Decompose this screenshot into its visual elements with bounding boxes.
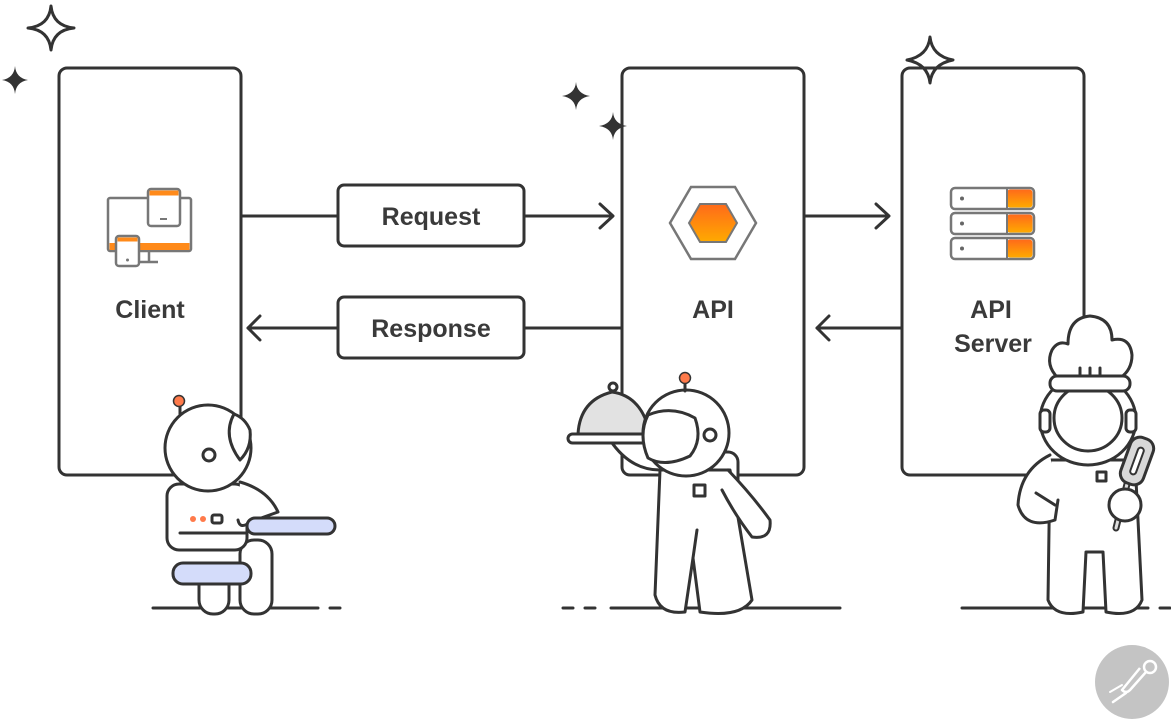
request-edge: Request — [239, 183, 615, 248]
hexagon-icon — [668, 185, 758, 261]
api-node: API — [620, 66, 806, 477]
response-label: Response — [371, 315, 491, 343]
api-to-server-edge — [802, 202, 891, 230]
postman-logo-icon — [1095, 645, 1169, 719]
waiter-astronaut — [566, 371, 772, 615]
server-to-api-edge — [815, 314, 904, 342]
api-server-label-line1: API — [970, 296, 1012, 324]
api-server-node: API Server — [900, 66, 1086, 477]
arrow-right-icon — [874, 202, 891, 230]
sparkle-icon — [26, 4, 76, 52]
response-edge: Response — [246, 295, 624, 360]
sparkle-icon — [2, 66, 28, 94]
client-label: Client — [115, 296, 185, 324]
chef-astronaut — [1016, 314, 1156, 615]
sparkle-icon — [905, 35, 955, 85]
arrow-left-icon — [815, 314, 831, 342]
sparkle-icon — [562, 82, 590, 110]
devices-icon — [106, 187, 193, 268]
server-stack-icon — [949, 186, 1036, 261]
arrow-right-icon — [598, 202, 615, 230]
request-label: Request — [382, 203, 481, 231]
arrow-left-icon — [246, 314, 262, 342]
api-server-label-line2: Server — [954, 330, 1032, 358]
client-node: Client — [57, 66, 243, 477]
api-label: API — [692, 296, 734, 324]
customer-astronaut — [163, 394, 337, 616]
sparkle-icon — [599, 112, 627, 140]
